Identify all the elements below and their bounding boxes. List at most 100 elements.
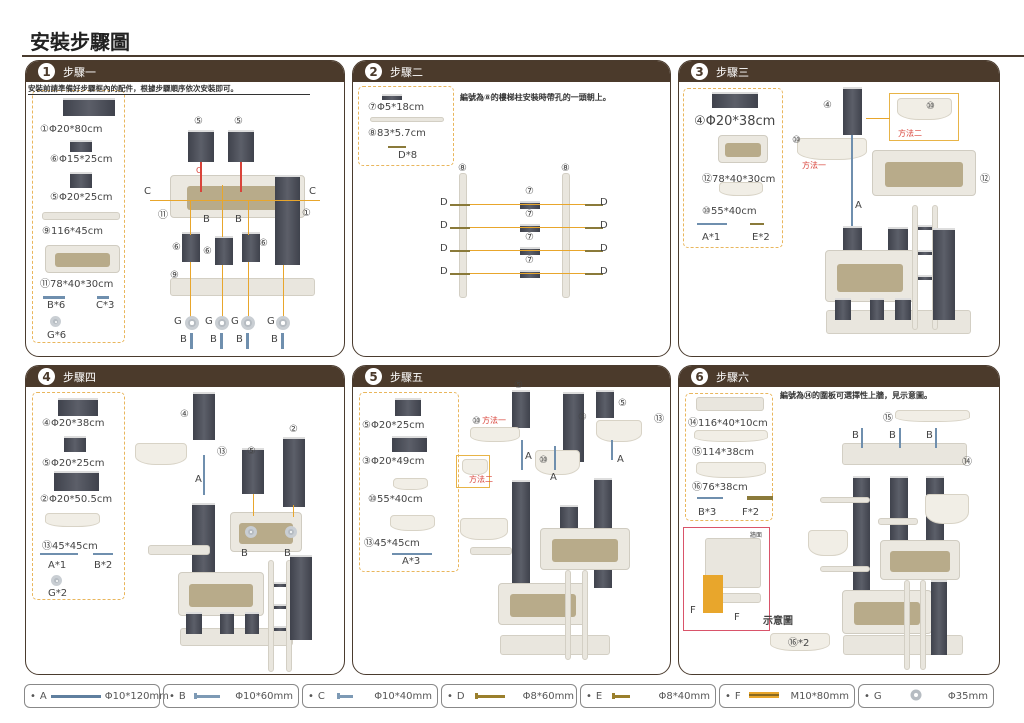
legend-key: • xyxy=(30,690,36,702)
legend-size: Φ10*120mm xyxy=(104,690,169,702)
post-3-part xyxy=(563,392,584,462)
part-label: ⑯76*38cm xyxy=(692,482,748,493)
part-label: ⑮114*38cm xyxy=(692,447,755,458)
tube-1-part xyxy=(63,98,115,116)
part-label: B*6 xyxy=(47,300,66,311)
part-label: ⑭116*40*10cm xyxy=(688,418,768,429)
box-part xyxy=(842,590,932,634)
part-label: ⑥Φ15*25cm xyxy=(50,154,113,165)
screw-d-part xyxy=(388,146,406,148)
board-14-part xyxy=(842,443,967,465)
step-note: 安裝前請準備好步驟框內的配件，根據步驟順序依次安裝即可。 xyxy=(28,83,310,95)
part-label: ⑪78*40*30cm xyxy=(40,279,114,290)
washer-g-part xyxy=(51,575,62,586)
box-11-part xyxy=(45,245,120,273)
step-title: 步驟四 xyxy=(63,370,96,384)
diagram-label: B xyxy=(203,214,210,225)
part-label: ⑤Φ20*25cm xyxy=(42,458,105,469)
box-part xyxy=(540,528,630,570)
guide-part xyxy=(222,185,223,237)
washer-part xyxy=(285,526,297,538)
parts-list-box xyxy=(32,90,125,343)
diagram-label: ⑩ xyxy=(472,416,481,427)
legend-size: Φ35mm xyxy=(947,690,988,702)
post-part xyxy=(192,503,215,581)
bolt-a-part xyxy=(40,553,78,555)
bolt-a-part xyxy=(392,553,432,555)
washer-g-part xyxy=(50,316,61,327)
arrow-part xyxy=(200,162,202,192)
legend-size: Φ8*60mm xyxy=(522,690,575,702)
diagram-label: C xyxy=(309,186,316,197)
diagram-label: D xyxy=(600,197,608,208)
step-note: 編號為⑭的圍板可選擇性上牆，見示意圖。 xyxy=(780,391,932,400)
diagram-label: B xyxy=(889,430,896,441)
step-title: 步驟二 xyxy=(390,65,423,79)
guide-part xyxy=(190,200,191,235)
diagram-label: ⑩ xyxy=(792,135,801,146)
tube-2-part xyxy=(54,471,99,491)
legend-key: • xyxy=(447,690,453,702)
step-note: 編號為⑧的樓梯柱安裝時帶孔的一頭朝上。 xyxy=(460,93,611,102)
post-5-part xyxy=(512,390,530,428)
rung-part xyxy=(918,225,932,230)
step-number-badge: 6 xyxy=(691,368,708,385)
diagram-label: B xyxy=(180,334,187,345)
box-part xyxy=(178,572,264,616)
hammock-13-part xyxy=(135,443,187,465)
tube-7-part xyxy=(520,270,540,278)
diagram-label: D xyxy=(600,243,608,254)
ladder-rail-part xyxy=(920,580,926,670)
diagram-label: A xyxy=(525,451,532,462)
legend-size: M10*80mm xyxy=(790,690,849,702)
step-title: 步驟六 xyxy=(716,370,749,384)
washer-part xyxy=(185,316,199,330)
part-label: ⑩55*40cm xyxy=(368,494,423,505)
rung-part xyxy=(274,604,286,609)
diagram-label: B xyxy=(236,334,243,345)
rung-part xyxy=(274,582,286,587)
part-label: E*2 xyxy=(752,232,770,243)
step-number-badge: 5 xyxy=(365,368,382,385)
part-label: ⑤Φ20*25cm xyxy=(50,192,113,203)
guide-part xyxy=(470,227,600,228)
bolt-part xyxy=(220,333,223,349)
diagram-label: B xyxy=(271,334,278,345)
part-label: ⑫78*40*30cm xyxy=(702,174,776,185)
board-10-part xyxy=(797,138,867,160)
part-label: B*3 xyxy=(698,507,717,518)
gold-screw-icon xyxy=(469,691,519,702)
mat-16-part xyxy=(696,462,766,478)
diagram-label: ⑤ xyxy=(234,116,243,127)
post-5-part xyxy=(188,130,214,162)
post-tall-part xyxy=(931,580,947,655)
diagram-label: ⑦ xyxy=(525,186,534,197)
legend-key: • xyxy=(725,690,731,702)
post-part xyxy=(888,227,908,257)
bolt-b-part xyxy=(43,296,65,299)
rail-8-part xyxy=(562,173,570,298)
diagram-label: 方法二 xyxy=(898,129,922,138)
anchor-line-part xyxy=(703,575,723,613)
post-part xyxy=(890,476,908,556)
board-10-part xyxy=(535,450,580,475)
screw-part xyxy=(585,250,603,252)
post-6-part xyxy=(182,232,200,262)
bolt-part xyxy=(246,333,249,349)
legend-key-letter: C xyxy=(317,690,325,702)
tube-6-part xyxy=(70,140,92,152)
shelf-part xyxy=(878,518,918,525)
post-4-part xyxy=(843,87,862,135)
shelf-part xyxy=(820,497,870,503)
base-part xyxy=(500,635,610,655)
bolt-icon xyxy=(190,691,230,702)
part-label: ③Φ20*49cm xyxy=(362,456,425,467)
step-number-badge: 2 xyxy=(365,63,382,80)
